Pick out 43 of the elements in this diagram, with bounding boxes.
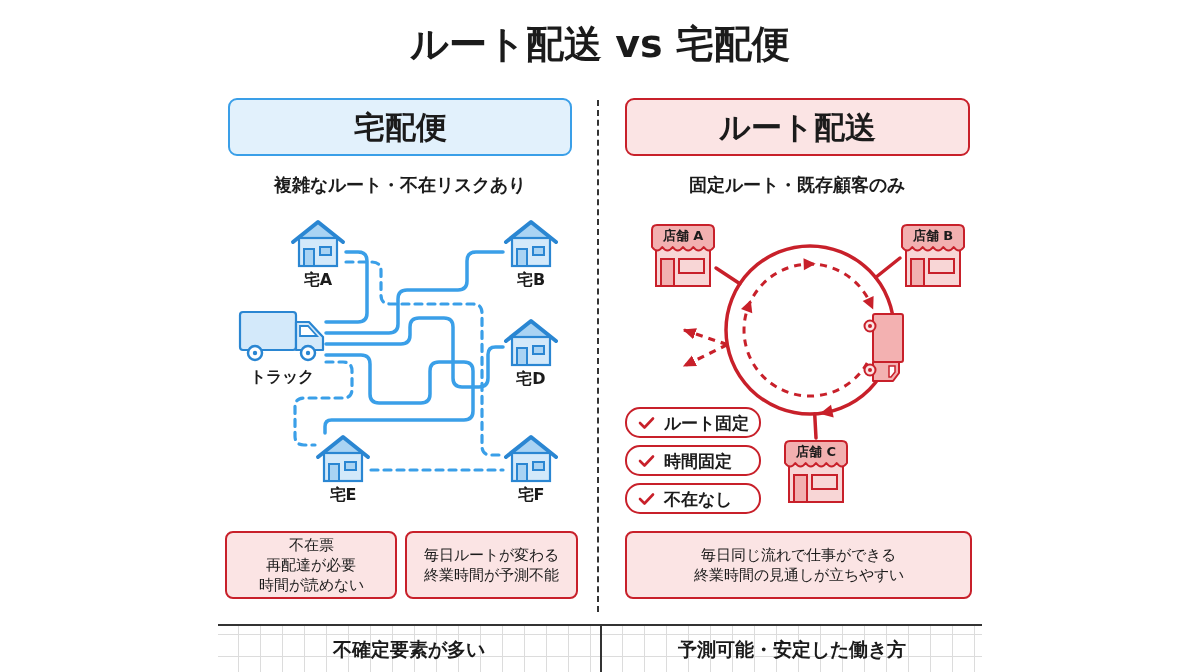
header-box: 宅配便 <box>228 98 572 156</box>
note-text: 不在票 <box>288 535 334 555</box>
store-label: 店舗 B <box>912 227 954 244</box>
note-text: 終業時間が予測不能 <box>424 565 559 585</box>
connector-line <box>812 412 818 440</box>
house-label: 宅A <box>303 269 333 290</box>
connector-line <box>323 353 475 435</box>
truck-label: トラック <box>250 366 314 388</box>
note-text: 時間が読めない <box>258 575 364 595</box>
checklist-text: 不在なし <box>664 487 732 510</box>
house-label: 宅E <box>329 484 357 505</box>
connector-line <box>714 266 742 286</box>
header-box: ルート配送 <box>625 98 970 156</box>
subtitle: 固定ルート・既存顧客のみ <box>689 173 905 197</box>
note-text: 毎日ルートが変わる <box>424 545 559 565</box>
connector-line <box>873 256 902 280</box>
checklist-pill <box>625 483 761 514</box>
subtitle: 複雑なルート・不在リスクあり <box>274 173 526 197</box>
note-text: 毎日同じ流れで仕事ができる <box>701 545 896 565</box>
checklist-pill <box>625 445 761 476</box>
note-box <box>625 531 972 599</box>
note-box <box>405 531 578 599</box>
connector-line <box>324 250 369 324</box>
arrow <box>682 328 728 347</box>
note-box <box>225 531 397 599</box>
checklist-text: 時間固定 <box>664 449 732 472</box>
title: ルート配送 vs 宅配便 <box>410 21 790 68</box>
summary-panel: 予測可能・安定した働き方 <box>600 624 982 672</box>
connector-line <box>293 360 354 447</box>
connector-line <box>369 468 505 472</box>
house-label: 宅F <box>517 484 545 505</box>
summary-panel: 不確定要素が多い <box>218 624 600 672</box>
connector-line <box>324 250 505 335</box>
checklist-pill <box>625 407 761 438</box>
arrow <box>682 343 728 368</box>
store-label: 店舗 A <box>662 227 704 244</box>
connector-line <box>324 316 505 389</box>
checklist-text: ルート固定 <box>664 411 749 434</box>
house-label: 宅D <box>516 368 546 389</box>
house-label: 宅B <box>516 269 546 290</box>
store-label: 店舗 C <box>795 443 837 460</box>
note-text: 終業時間の見通しが立ちやすい <box>693 565 904 585</box>
note-text: 再配達が必要 <box>266 555 356 575</box>
